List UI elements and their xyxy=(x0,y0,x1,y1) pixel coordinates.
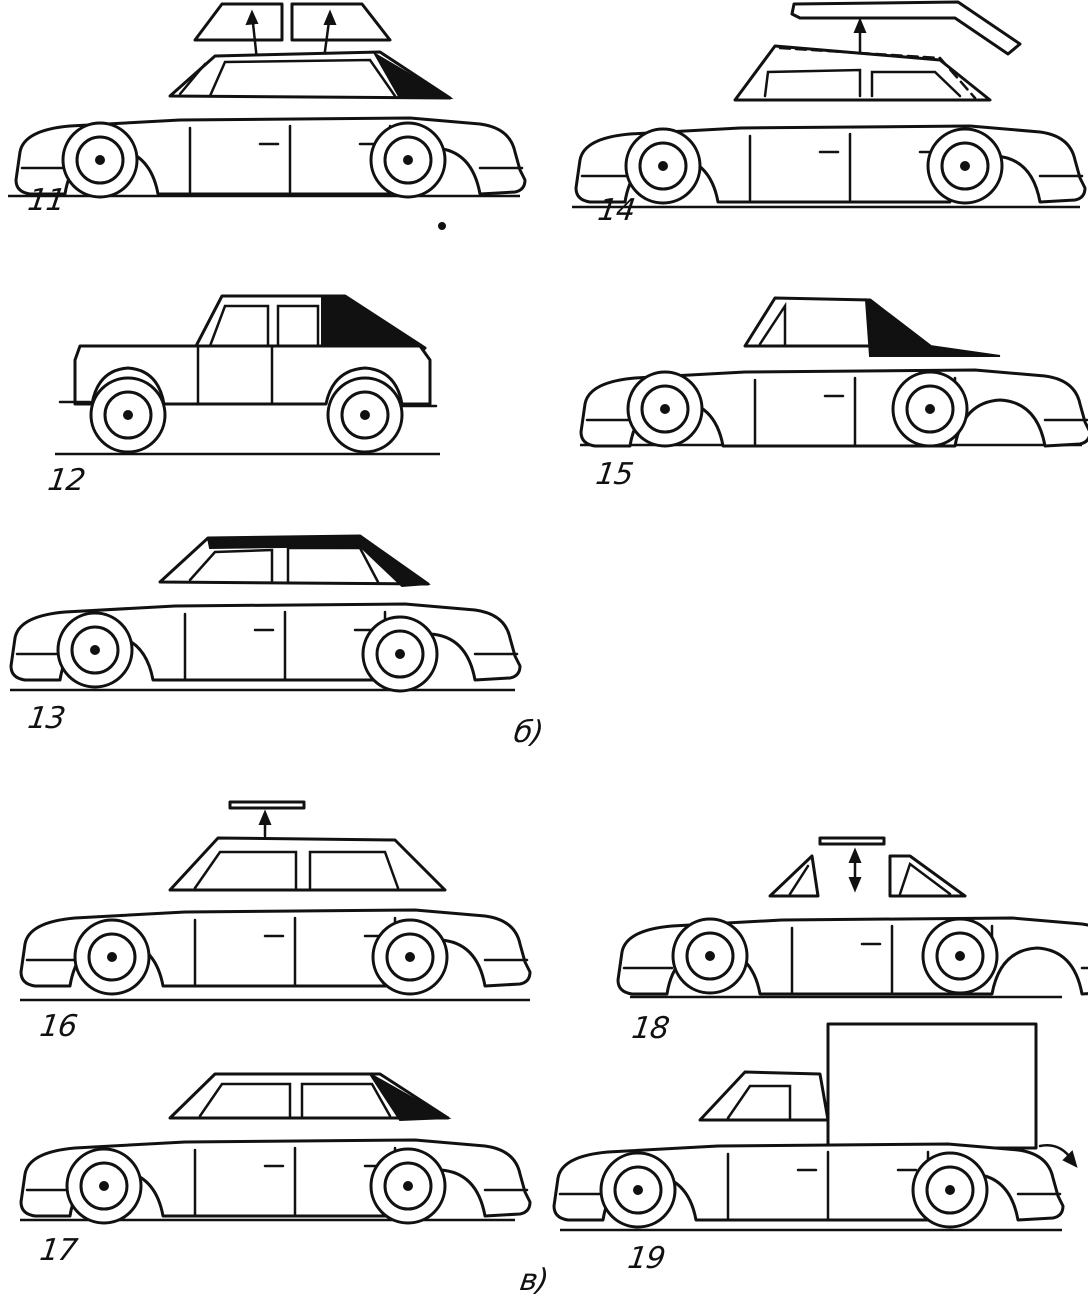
roof-panel-rear xyxy=(290,2,392,42)
car-figure-18 xyxy=(616,836,1088,999)
figure-label-18: 18 xyxy=(629,1011,671,1046)
tailgate-arrow xyxy=(1038,1144,1078,1168)
stray-dot xyxy=(438,222,446,230)
car-figure-13 xyxy=(9,534,522,693)
car-figure-19 xyxy=(552,1022,1078,1232)
figure-label-14: 14 xyxy=(595,193,637,228)
sunroof-panel xyxy=(228,800,306,810)
figure-label-13: 13 xyxy=(25,701,67,736)
figure-label-15: 15 xyxy=(593,457,635,492)
car-figure-12 xyxy=(55,294,440,456)
figure-label-19: 19 xyxy=(625,1241,667,1276)
figure-label-11: 11 xyxy=(25,183,67,218)
lift-arrow xyxy=(258,809,272,838)
figure-label-12: 12 xyxy=(45,463,87,498)
figure-label-16: 16 xyxy=(37,1009,79,1044)
section-label-v: в) xyxy=(517,1263,550,1298)
car-figure-11 xyxy=(8,2,527,230)
lift-off-hardtop xyxy=(790,0,1022,56)
pickup-canopy xyxy=(826,1022,1038,1150)
figure-label-17: 17 xyxy=(37,1233,79,1268)
car-figure-15 xyxy=(579,296,1088,448)
car-figure-17 xyxy=(19,1072,532,1225)
targa-panel xyxy=(818,836,886,846)
roof-panel-front xyxy=(193,2,284,42)
section-label-b: б) xyxy=(511,715,545,750)
car-figure-16 xyxy=(19,800,532,1002)
lift-arrow xyxy=(848,847,862,893)
car-figure-14 xyxy=(572,0,1087,209)
